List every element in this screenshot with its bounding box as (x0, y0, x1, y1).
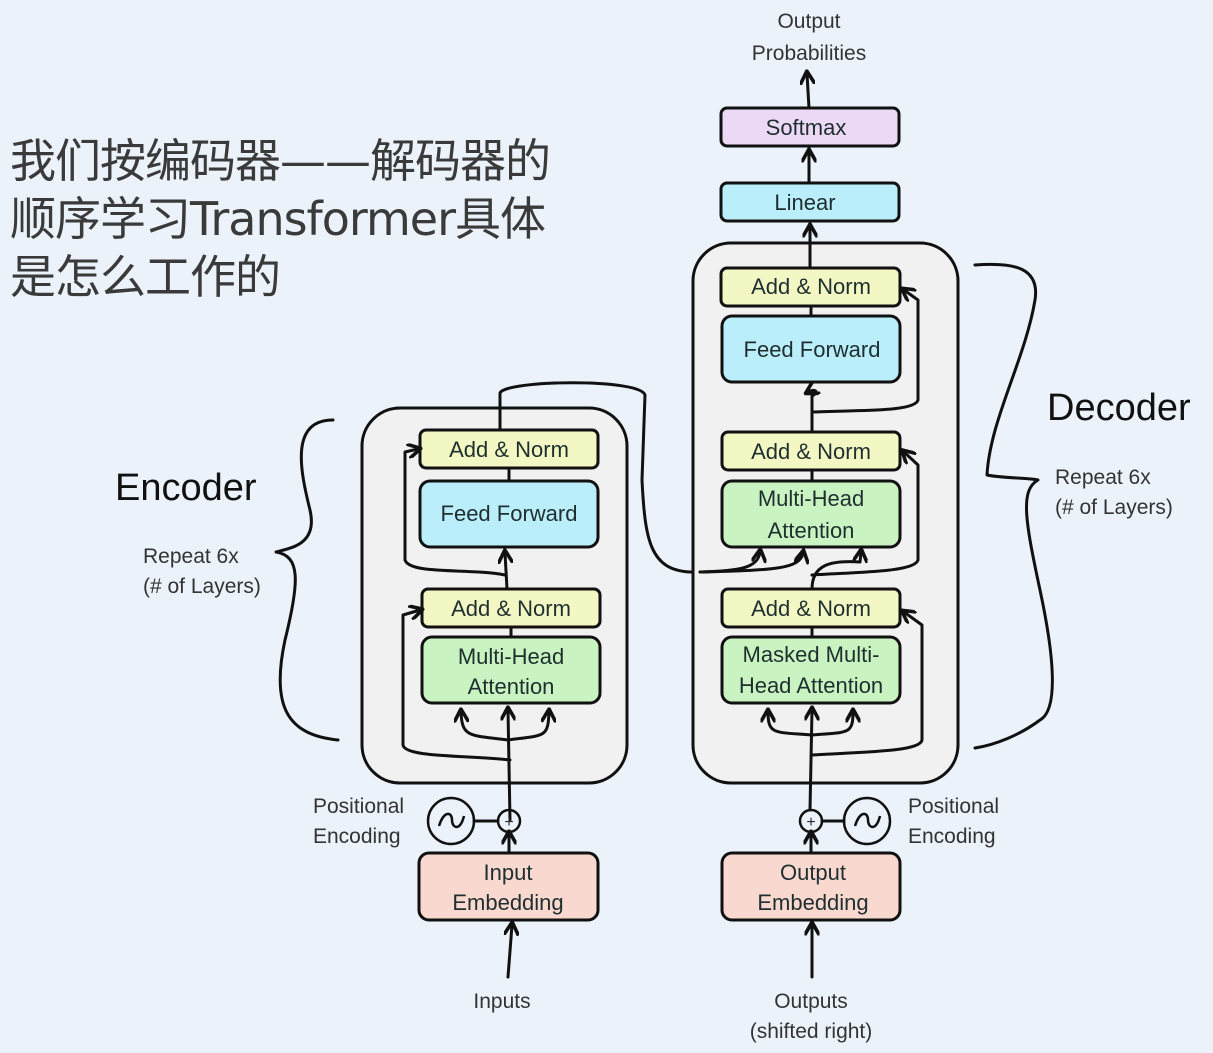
encoder-positional-label-2: Encoding (313, 825, 401, 848)
decoder-add-norm-top: Add & Norm (719, 266, 902, 308)
svg-text:Output: Output (780, 860, 846, 885)
svg-text:Add & Norm: Add & Norm (451, 596, 571, 621)
decoder-repeat-label: Repeat 6x (1055, 466, 1151, 489)
svg-text:Embedding: Embedding (452, 890, 563, 915)
encoder-add-norm-top: Add & Norm (418, 428, 600, 470)
decoder-masked-attention: Masked Multi- Head Attention (720, 635, 902, 705)
svg-text:Add & Norm: Add & Norm (449, 437, 569, 462)
outputs-label: Outputs (774, 990, 848, 1013)
svg-text:+: + (806, 814, 815, 831)
encoder-label: Encoder (115, 467, 257, 509)
encoder-multi-head-attention: Multi-Head Attention (420, 635, 602, 705)
decoder-add-norm-bottom: Add & Norm (720, 587, 902, 629)
encoder-positional-label-1: Positional (313, 795, 404, 818)
linear-layer: Linear (719, 181, 901, 223)
svg-text:Feed Forward: Feed Forward (744, 337, 881, 362)
decoder-positional-label-2: Encoding (908, 825, 996, 848)
heading-line-3: 是怎么工作的 (10, 250, 281, 304)
encoder-layers-label: (# of Layers) (143, 575, 261, 598)
svg-text:Masked Multi-: Masked Multi- (743, 642, 880, 667)
decoder-feed-forward: Feed Forward (720, 314, 902, 384)
svg-text:Head Attention: Head Attention (739, 673, 883, 698)
svg-text:Feed Forward: Feed Forward (441, 501, 578, 526)
input-embedding: Input Embedding (417, 851, 600, 922)
decoder-add-norm-middle: Add & Norm (720, 430, 902, 472)
svg-text:Embedding: Embedding (757, 890, 868, 915)
svg-text:Attention: Attention (768, 518, 855, 543)
page-heading: 我们按编码器——解码器的 顺序学习Transformer具体 是怎么工作的 (10, 132, 551, 306)
svg-text:Input: Input (484, 860, 533, 885)
heading-line-1: 我们按编码器——解码器的 (10, 134, 551, 188)
output-probabilities-label-1: Output (777, 10, 840, 33)
svg-text:Add & Norm: Add & Norm (751, 274, 871, 299)
inputs-label: Inputs (473, 990, 530, 1013)
svg-text:Softmax: Softmax (766, 115, 847, 140)
decoder-layers-label: (# of Layers) (1055, 496, 1173, 519)
decoder-label: Decoder (1047, 387, 1191, 429)
encoder-feed-forward: Feed Forward (418, 479, 600, 549)
decoder-multi-head-attention: Multi-Head Attention (720, 479, 902, 549)
encoder-add-norm-bottom: Add & Norm (420, 587, 602, 629)
decoder-positional-label-1: Positional (908, 795, 999, 818)
svg-text:Attention: Attention (468, 674, 555, 699)
svg-text:Add & Norm: Add & Norm (751, 439, 871, 464)
outputs-shifted-label: (shifted right) (750, 1020, 873, 1043)
svg-text:Linear: Linear (774, 190, 835, 215)
encoder-repeat-label: Repeat 6x (143, 545, 239, 568)
svg-text:Add & Norm: Add & Norm (751, 596, 871, 621)
output-embedding: Output Embedding (720, 851, 902, 922)
softmax-layer: Softmax (719, 106, 901, 148)
output-probabilities-label-2: Probabilities (752, 42, 866, 65)
svg-text:Multi-Head: Multi-Head (758, 486, 864, 511)
svg-text:+: + (504, 814, 513, 831)
heading-line-2: 顺序学习Transformer具体 (10, 192, 546, 246)
svg-text:Multi-Head: Multi-Head (458, 644, 564, 669)
